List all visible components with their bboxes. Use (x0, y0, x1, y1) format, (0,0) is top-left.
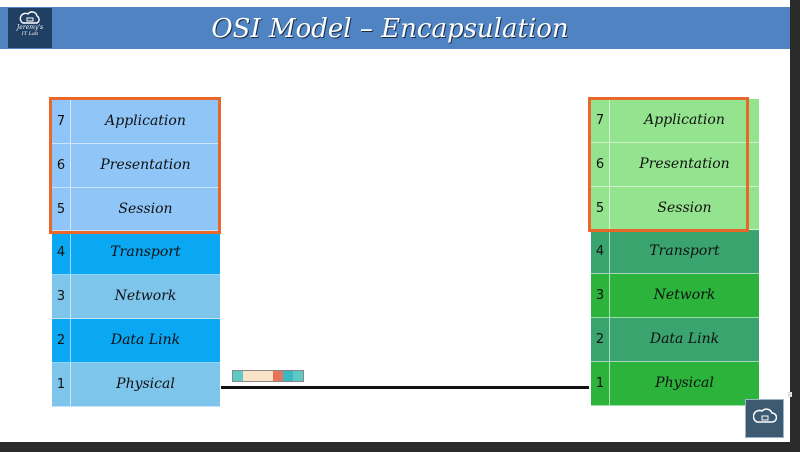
title-bar (0, 7, 790, 49)
layer-row-4: 4 Transport (52, 231, 220, 276)
layer-number: 7 (591, 99, 610, 142)
frame-segment (243, 371, 273, 381)
layer-number: 6 (52, 143, 71, 187)
frame-segment (273, 371, 283, 381)
layer-row-5: 5 Session (52, 187, 220, 232)
layer-name: Physical (655, 374, 714, 391)
logo-text-line2: IT Lab (21, 31, 39, 37)
corner-logo (745, 399, 784, 438)
layer-row-6: 6 Presentation (52, 143, 220, 188)
layer-number: 2 (52, 318, 71, 362)
layer-number: 1 (591, 361, 610, 405)
layer-row-5: 5 Session (591, 186, 759, 231)
network-cable (221, 386, 589, 389)
layer-number: 5 (591, 186, 610, 230)
layer-number: 2 (591, 317, 610, 361)
layer-name: Transport (649, 243, 720, 260)
layer-name: Network (653, 287, 716, 304)
layer-row-1: 1 Physical (52, 362, 220, 407)
layer-number: 7 (52, 100, 71, 143)
layer-name: Presentation (100, 156, 191, 173)
layer-number: 3 (591, 274, 610, 317)
layer-name: Application (105, 113, 186, 129)
layer-name: Application (644, 112, 725, 128)
layer-name: Data Link (110, 331, 181, 348)
frame-segment (283, 371, 293, 381)
layer-row-1: 1 Physical (591, 361, 759, 406)
layer-row-7: 7 Application (591, 99, 759, 143)
left-osi-stack: 7 Application 6 Presentation 5 Session 4 Transp… (52, 100, 220, 407)
layer-row-3: 3 Network (591, 274, 759, 318)
frame-segment (293, 371, 303, 381)
layer-name: Presentation (639, 155, 730, 172)
right-osi-stack: 7 Application 6 Presentation 5 Session 4 Transp… (591, 99, 759, 406)
cloud-icon (752, 408, 777, 423)
layer-number: 3 (52, 275, 71, 318)
frame-segment (233, 371, 243, 381)
frame-packet (232, 370, 304, 382)
page-title: OSI Model – Encapsulation (211, 14, 569, 44)
layer-row-3: 3 Network (52, 275, 220, 319)
layer-name: Transport (110, 244, 181, 261)
jeremys-it-lab-logo: Jeremy's IT Lab (8, 8, 52, 48)
layer-number: 4 (591, 230, 610, 274)
logo-text-line1: Jeremy's (16, 24, 44, 31)
mouse-cursor (788, 392, 792, 397)
layer-row-4: 4 Transport (591, 230, 759, 275)
layer-number: 4 (52, 231, 71, 275)
layer-name: Data Link (649, 330, 720, 347)
layer-row-6: 6 Presentation (591, 142, 759, 187)
layer-number: 1 (52, 362, 71, 406)
layer-number: 5 (52, 187, 71, 231)
layer-row-2: 2 Data Link (52, 318, 220, 363)
layer-name: Physical (116, 375, 175, 392)
layer-row-2: 2 Data Link (591, 317, 759, 362)
layer-name: Network (114, 288, 177, 305)
layer-name: Session (118, 200, 173, 217)
layer-name: Session (657, 199, 712, 216)
layer-number: 6 (591, 142, 610, 186)
slide: Jeremy's IT Lab OSI Model – Encapsulatio… (0, 0, 790, 442)
layer-row-7: 7 Application (52, 100, 220, 144)
cloud-icon (19, 11, 40, 24)
